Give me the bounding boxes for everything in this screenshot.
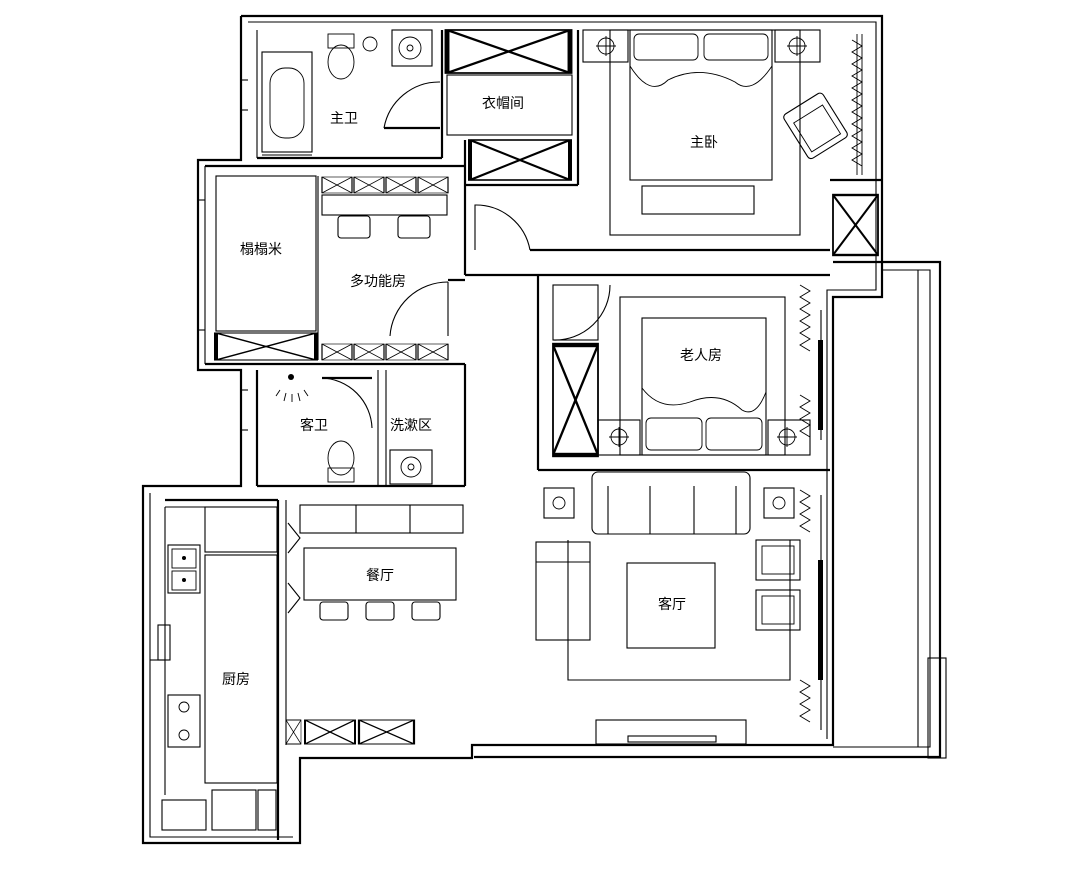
bed	[629, 29, 773, 181]
side-table	[763, 487, 795, 519]
walk-in-closet: 衣帽间	[447, 30, 573, 182]
windows	[198, 79, 248, 431]
rug	[619, 296, 786, 456]
sideboard	[299, 504, 464, 534]
shower-icon	[275, 374, 309, 402]
nightstand	[582, 29, 629, 63]
guest-bath: 客卫	[275, 374, 373, 483]
kitchen-island	[204, 554, 278, 784]
dining-area: 餐厅	[285, 504, 464, 746]
fridge	[204, 506, 278, 553]
tatami-room: 榻榻米	[214, 175, 318, 362]
chair	[337, 215, 371, 239]
armchair	[755, 539, 801, 581]
balcony	[474, 260, 947, 759]
kitchen: 厨房	[150, 506, 278, 831]
coffee-table	[626, 562, 716, 649]
chair	[397, 215, 431, 239]
dining-table	[303, 547, 457, 601]
stove-icon	[167, 694, 201, 748]
chaise-lounge	[535, 541, 591, 641]
lamp-icon	[552, 496, 566, 510]
master-bath: 主卫	[261, 29, 441, 156]
room-label-multi-function: 多功能房	[350, 273, 406, 290]
room-label-elder-room: 老人房	[680, 348, 722, 364]
living-room: 客厅	[535, 471, 823, 745]
tv-icon	[627, 735, 717, 743]
room-label-kitchen: 厨房	[222, 672, 250, 688]
master-bedroom: 主卧	[474, 29, 882, 257]
room-label-tatami: 榻榻米	[240, 242, 282, 258]
room-label-wash-area: 洗漱区	[390, 418, 432, 434]
bench	[641, 185, 755, 215]
toilet-icon	[327, 440, 355, 483]
armchair	[783, 92, 848, 160]
toilet-icon	[327, 33, 355, 80]
multi-function-room: 多功能房	[317, 176, 465, 361]
sink-icon	[167, 544, 201, 594]
room-label-master-bath: 主卫	[330, 111, 358, 127]
armchair	[755, 589, 801, 631]
desk	[321, 194, 448, 216]
curtain	[799, 284, 823, 440]
room-label-master-bedroom: 主卧	[690, 135, 718, 151]
sink-icon	[362, 36, 378, 52]
curtain	[799, 489, 823, 730]
curtain	[851, 34, 863, 175]
tv-cabinet	[595, 719, 747, 745]
wash-area: 洗漱区	[389, 418, 433, 485]
room-label-guest-bath: 客卫	[300, 417, 328, 434]
basin-icon	[400, 456, 422, 478]
interior-walls	[165, 30, 830, 840]
room-label-dining: 餐厅	[366, 568, 394, 584]
exterior-walls	[141, 14, 884, 845]
chair	[365, 601, 395, 621]
washer	[211, 789, 257, 831]
sofa	[591, 471, 751, 535]
nightstand	[767, 419, 811, 456]
bed	[641, 317, 767, 456]
basin-icon	[391, 29, 433, 67]
lamp-icon	[772, 496, 786, 510]
elder-room: 老人房	[553, 284, 823, 456]
nightstand	[597, 419, 641, 456]
chair	[411, 601, 441, 621]
side-table	[543, 487, 575, 519]
room-label-walk-in-closet: 衣帽间	[482, 96, 524, 112]
room-label-living: 客厅	[658, 596, 686, 613]
chair	[319, 601, 349, 621]
